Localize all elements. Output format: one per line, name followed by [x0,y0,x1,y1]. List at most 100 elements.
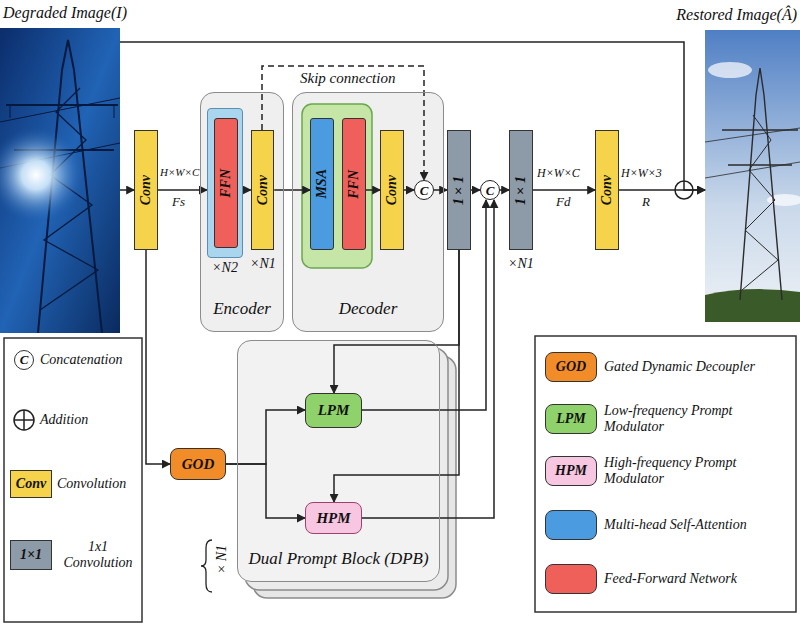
node-label: 1×1 [451,176,466,205]
legend-swatch [545,564,597,594]
legend-swatch: 1×1 [10,540,52,570]
edge-label: Skip connection [300,70,395,87]
addition-symbol [675,181,693,199]
node-label: Decoder [293,299,443,319]
legend-swatch: GOD [545,352,597,382]
node-label: Restored Image(Â) [676,6,797,24]
annotation: R [642,194,650,210]
node-label: MSA [314,169,329,199]
legend-text: High-frequency Prompt Modulator [604,455,792,487]
legend-text: Feed-Forward Network [604,571,792,587]
module-group: Decoder MSA FFN Conv C [292,92,444,332]
repeat-block: ×N2FFN [207,108,243,258]
annotation: ×N1 [214,545,230,576]
cloud [708,62,752,78]
node-label: LPM [318,402,350,419]
legend-text: 1x1 Convolution [57,539,139,571]
annotation: Fs [172,194,185,210]
legend-swatch: LPM [545,404,597,434]
node-label: GOD [182,456,215,473]
addition-cross [14,410,34,430]
node-label: Conv [599,175,614,205]
ffn-block: FFN [342,118,365,250]
conv1x1-block: 1×1 [509,130,532,250]
node-label: C [420,184,429,197]
legend-sample-text: C [20,352,29,368]
node-label: C [486,184,495,197]
connector [120,189,134,191]
legend-sample-text: GOD [556,359,586,375]
lpm-block: LPM [305,393,362,428]
transformer-block [302,104,372,268]
connector [366,189,381,191]
legend-frame [535,336,796,612]
legend-text: Gated Dynamic Decoupler [604,359,792,375]
connector [243,189,251,191]
legend-sample-text: Conv [16,476,46,492]
annotation: Fd [556,194,570,210]
addition-circle [14,410,34,430]
connector [146,250,170,464]
concat-node: C [480,180,500,200]
connector [619,189,705,191]
node-label: Conv [138,175,153,205]
hpm-block: HPM [305,502,362,534]
module-group: Encoder×N2FFNConv [200,92,284,332]
node-label: FFN [346,170,361,199]
power-wires [705,128,800,178]
node-label: Encoder [201,299,283,319]
conv-block: Conv [134,130,157,250]
annotation: H×W×C [537,166,580,181]
annotation: ×N1 [250,256,276,272]
legend-sample-text: 1×1 [20,547,42,563]
conv-block: Conv [595,130,618,250]
legend-text: Concatenation [40,352,122,368]
tower-drawing [705,68,800,300]
conv1x1-block: 1×1 [447,130,470,250]
ffn-block: FFN [214,118,237,248]
node-label: HPM [316,510,350,527]
repeat-brace [201,540,212,592]
annotation: ×N1 [508,256,534,272]
ground [705,289,800,322]
connector [404,189,414,191]
legend-text: Addition [40,412,88,428]
msa-block: MSA [310,118,333,250]
tower-arms [722,130,798,165]
tower-legs [740,68,782,300]
node-label: FFN [218,169,233,198]
dpb-fill [237,340,440,582]
restored-photo [705,30,800,322]
legend-swatch: HPM [545,456,597,486]
node-label: Conv [255,175,270,205]
connector [471,189,480,191]
decoder-fill [292,92,444,332]
legend-text: Low-frequency Prompt Modulator [604,403,792,435]
module-group: Dual Prompt Block (DPB) LPM HPM [237,340,440,582]
legend-swatch [545,510,597,540]
encoder-fill [200,92,284,332]
node-label: Conv [384,175,399,205]
annotation: H×W×C [160,166,199,178]
connector [434,189,447,191]
god-block: GOD [170,448,226,480]
sun-glare [0,127,84,223]
tower-bracing [742,115,778,290]
node-label: ×N2 [212,260,238,276]
legend-swatch: Conv [10,470,52,498]
image-panel: Restored Image(Â) [705,30,800,322]
node-label: Dual Prompt Block (DPB) [238,549,439,569]
legend-frame [4,338,142,622]
image-panel: Degraded Image(I) [0,28,120,333]
connector [500,189,509,191]
conv-block: Conv [251,130,274,250]
legend-text: Convolution [57,476,126,492]
connector [334,250,459,393]
legend-sample-text: HPM [555,463,587,479]
annotation: H×W×3 [621,166,662,181]
addition-symbol [14,410,34,430]
